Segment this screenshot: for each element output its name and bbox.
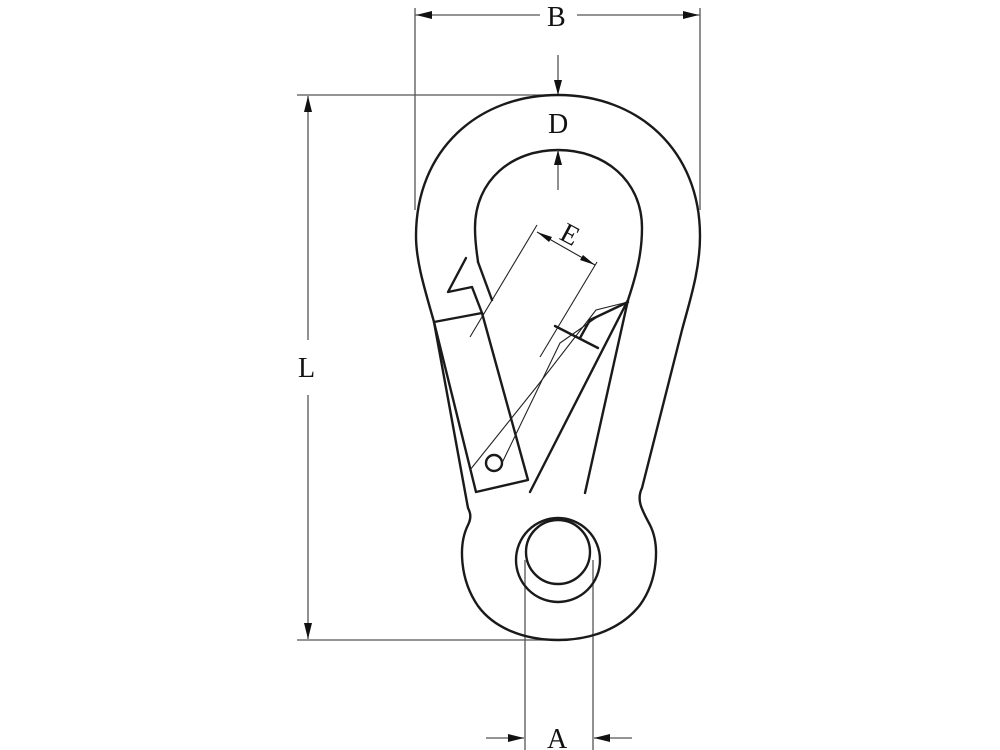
a-dimension: A <box>486 724 632 750</box>
clip-detail <box>553 300 630 350</box>
extension-lines <box>297 8 701 750</box>
eye <box>514 516 602 604</box>
d-arrow-bottom <box>554 150 562 165</box>
e-extension-right <box>539 261 598 358</box>
b-arrow-left <box>416 11 432 19</box>
e-extension-left <box>469 224 538 338</box>
d-arrow-top <box>554 80 562 95</box>
b-label: B <box>547 2 566 33</box>
d-label: D <box>548 109 568 140</box>
a-arrow-right <box>594 734 610 742</box>
e-arrow-right <box>580 255 595 265</box>
b-dimension: B <box>415 2 700 33</box>
e-arrow-left <box>537 232 552 242</box>
l-arrow-top <box>304 96 312 112</box>
hook-right-inner <box>583 298 630 495</box>
hook-inner-contour <box>473 148 644 494</box>
gate-body <box>432 311 530 494</box>
gate-inner-edge <box>469 301 629 471</box>
gate-hinge-pin <box>484 453 504 473</box>
a-arrow-left <box>508 734 524 742</box>
l-arrow-bottom <box>304 623 312 639</box>
b-arrow-right <box>683 11 699 19</box>
hook-left-spine <box>476 260 494 302</box>
gate-latch-tip <box>446 256 484 315</box>
l-label: L <box>298 353 315 384</box>
hook-outer-contour <box>414 93 702 642</box>
l-dimension: L <box>298 96 315 639</box>
eye-inner-hole <box>524 518 592 586</box>
a-label: A <box>547 724 568 750</box>
d-dimension: D <box>548 55 568 190</box>
gate <box>432 256 630 494</box>
e-dimension: E <box>469 217 598 358</box>
eye-outer-ring <box>514 516 602 604</box>
e-label: E <box>555 217 585 252</box>
